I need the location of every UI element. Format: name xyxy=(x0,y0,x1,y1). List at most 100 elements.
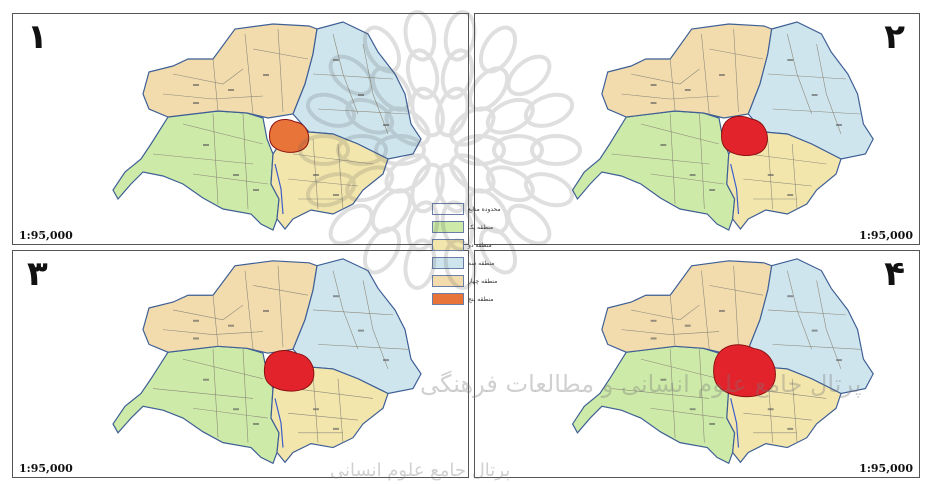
district-line xyxy=(733,265,739,348)
district-line xyxy=(312,73,394,80)
district-label-mark xyxy=(787,295,794,298)
district-label-mark xyxy=(263,74,269,76)
district-line xyxy=(242,113,249,210)
district-line xyxy=(277,28,284,113)
district-label-mark xyxy=(718,74,725,76)
district-label-mark xyxy=(383,124,389,126)
district-line xyxy=(182,123,264,145)
district-line xyxy=(699,349,705,443)
district-line xyxy=(287,412,359,421)
district-line xyxy=(212,295,219,347)
district-line xyxy=(640,123,720,145)
district-line xyxy=(152,153,254,165)
district-line xyxy=(244,33,254,115)
district-label-mark xyxy=(836,359,842,362)
district-label-mark xyxy=(767,174,774,176)
district-label-mark xyxy=(709,422,716,425)
district-line xyxy=(791,143,798,210)
district-label-mark xyxy=(660,378,667,381)
district-line xyxy=(631,68,700,85)
district-line xyxy=(772,108,861,115)
district-label-mark xyxy=(684,324,691,327)
district-label-mark xyxy=(787,194,794,196)
district-line xyxy=(192,407,269,419)
district-line xyxy=(182,358,264,380)
zone-two-area xyxy=(601,23,773,119)
legend-swatch xyxy=(432,239,464,251)
district-label-mark xyxy=(253,189,259,191)
zone-four-area xyxy=(270,366,389,464)
city-map-4 xyxy=(571,258,874,465)
district-label-mark xyxy=(650,337,657,340)
district-line xyxy=(212,349,219,438)
zone-two-area xyxy=(601,260,773,354)
district-line xyxy=(152,388,254,399)
zone-four-area xyxy=(270,131,389,230)
district-label-mark xyxy=(767,408,774,411)
district-line xyxy=(252,285,309,296)
scale-label: 1:95,000 xyxy=(859,462,913,475)
district-line xyxy=(669,295,676,347)
legend-item: منطقه سه xyxy=(432,254,524,272)
scale-label: 1:95,000 xyxy=(19,462,73,475)
district-label-mark xyxy=(383,359,389,362)
panel-number: ۱ xyxy=(27,17,48,57)
legend-swatch xyxy=(432,203,464,215)
district-line xyxy=(252,48,309,60)
panel-number: ۲ xyxy=(884,17,905,57)
legend-item: منطقه یک xyxy=(432,218,524,236)
district-line xyxy=(337,143,344,210)
district-line xyxy=(162,329,264,335)
city-center-zone xyxy=(268,119,310,153)
district-label-mark xyxy=(313,174,319,176)
district-line xyxy=(611,388,710,399)
district-line xyxy=(362,280,389,370)
district-line xyxy=(621,329,720,335)
city-center-zone xyxy=(263,350,315,392)
zone-one-area xyxy=(571,110,736,231)
map-panel-2: ۲ 1:95,000 xyxy=(474,13,920,245)
legend-swatch xyxy=(432,293,464,305)
district-line xyxy=(242,349,249,443)
district-line xyxy=(172,68,244,85)
district-line xyxy=(292,153,374,165)
legend-item: منطقه چهار xyxy=(432,272,524,290)
district-line xyxy=(192,173,269,185)
river-line xyxy=(730,398,740,448)
district-line xyxy=(787,270,812,350)
zone-two-area xyxy=(142,260,318,354)
zone-four-area xyxy=(726,131,842,230)
legend-swatch xyxy=(432,275,464,287)
scale-label: 1:95,000 xyxy=(19,229,73,242)
map-drawing xyxy=(571,21,874,231)
river-line xyxy=(274,163,284,215)
district-label-mark xyxy=(811,94,818,96)
city-map-2 xyxy=(571,21,874,231)
river-line xyxy=(274,398,284,448)
district-line xyxy=(631,304,700,321)
map-drawing xyxy=(571,258,874,465)
legend-label: منطقه یک xyxy=(468,223,494,231)
legend-label: محدوده منابع xyxy=(468,205,501,213)
legend-label: منطقه پنج xyxy=(468,295,494,303)
district-line xyxy=(791,378,798,443)
city-center-zone xyxy=(721,115,768,157)
panel-number: ۴ xyxy=(884,254,905,294)
district-line xyxy=(332,33,359,115)
district-line xyxy=(699,113,705,210)
district-line xyxy=(669,349,676,438)
map-panel-1: ۱ 1:95,000 xyxy=(12,13,469,245)
zone-two-area xyxy=(142,23,318,119)
district-label-mark xyxy=(333,295,339,298)
district-label-mark xyxy=(203,378,209,381)
district-label-mark xyxy=(193,319,199,322)
district-label-mark xyxy=(263,309,269,312)
watermark-text: پرتال جامع علوم انسانی و مطالعات فرهنگی xyxy=(420,370,862,398)
district-line xyxy=(312,309,394,316)
district-line xyxy=(733,28,739,113)
district-label-mark xyxy=(689,174,696,176)
city-center-zone xyxy=(713,344,776,398)
district-label-mark xyxy=(650,102,657,104)
legend-label: منطقه چهار xyxy=(468,277,498,285)
